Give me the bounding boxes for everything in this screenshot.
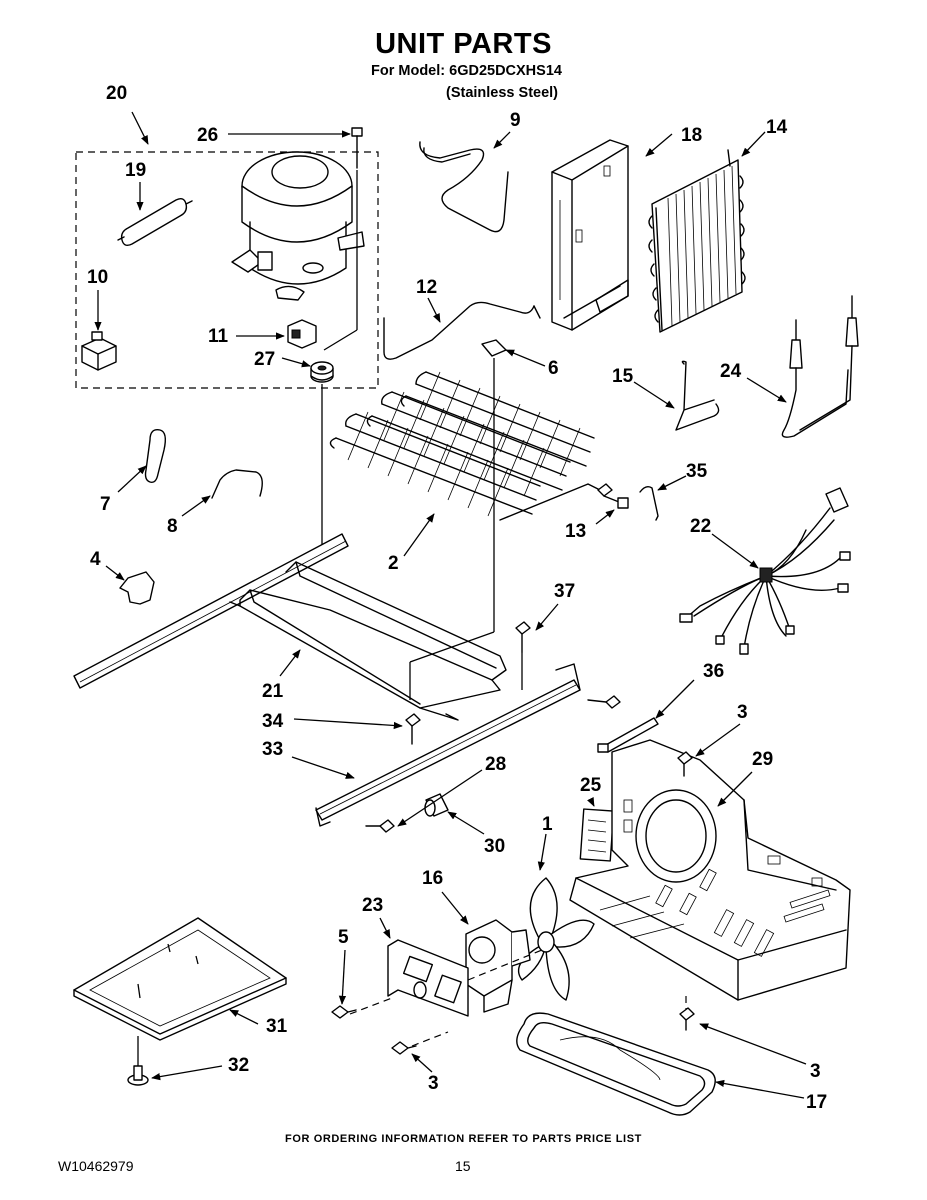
compressor	[231, 151, 365, 301]
bracket-23	[387, 939, 469, 1017]
callout-15: 15	[612, 366, 634, 387]
bolt-26	[351, 127, 363, 169]
callout-28: 28	[485, 754, 506, 775]
screw-13	[597, 483, 629, 509]
page-title: UNIT PARTS	[375, 28, 552, 60]
fan-1	[517, 877, 595, 1001]
callout-25: 25	[580, 775, 602, 796]
callout-13: 13	[565, 521, 586, 542]
frame-21	[73, 533, 507, 721]
callout-29: 29	[752, 749, 773, 770]
callout-6: 6	[548, 358, 559, 379]
panel-31	[73, 917, 287, 1041]
callout-16: 16	[422, 868, 443, 889]
drier-24	[781, 295, 859, 438]
relay-11	[287, 319, 317, 349]
callout-35: 35	[686, 461, 708, 482]
callout-19: 19	[125, 160, 146, 181]
callout-37: 37	[554, 581, 575, 602]
callout-21: 21	[262, 681, 284, 702]
bracket-15	[675, 360, 720, 431]
callout-33: 33	[262, 739, 283, 760]
hose-7	[144, 429, 167, 484]
callout-4: 4	[90, 549, 101, 570]
ordering-note: FOR ORDERING INFORMATION REFER TO PARTS …	[285, 1133, 642, 1145]
fan-motor-16	[465, 919, 531, 1013]
model-line: For Model: 6GD25DCXHS14	[371, 63, 562, 79]
bushing-30	[424, 793, 449, 817]
callout-14: 14	[766, 117, 788, 138]
callout-32: 32	[228, 1055, 249, 1076]
screw-34	[405, 713, 421, 745]
callout-9: 9	[510, 110, 521, 131]
screw-3-right	[679, 1007, 695, 1031]
condenser-14	[648, 149, 746, 333]
tube-8	[211, 469, 263, 499]
callout-20: 20	[106, 83, 127, 104]
callout-24: 24	[720, 361, 742, 382]
callout-3-bottom-left: 3	[428, 1073, 439, 1094]
bracket-4	[119, 571, 155, 605]
clip-6	[481, 339, 507, 357]
pad-25	[579, 808, 615, 862]
tie-36	[597, 717, 659, 753]
compressor-kit-box	[75, 151, 379, 389]
callout-3-top: 3	[737, 702, 748, 723]
finish-line: (Stainless Steel)	[446, 85, 559, 101]
drain-pan-17	[516, 1012, 716, 1116]
callout-7: 7	[100, 494, 111, 515]
callout-8: 8	[167, 516, 178, 537]
leveling-leg-32	[127, 1036, 149, 1086]
callout-11: 11	[208, 326, 229, 347]
callout-3-bottom-right: 3	[810, 1061, 821, 1082]
callout-30: 30	[484, 836, 505, 857]
callout-36: 36	[703, 661, 724, 682]
callout-31: 31	[266, 1016, 288, 1037]
wiring-harness-22	[679, 487, 851, 655]
screw-37	[515, 621, 531, 653]
callout-18: 18	[681, 125, 702, 146]
tube-12	[383, 301, 535, 360]
tube-35	[639, 485, 659, 521]
callout-10: 10	[87, 267, 108, 288]
callout-23: 23	[362, 895, 383, 916]
base-pan-29	[569, 739, 851, 1001]
document-number: W10462979	[58, 1158, 134, 1174]
callout-22: 22	[690, 516, 711, 537]
callout-17: 17	[806, 1092, 827, 1113]
overload-10	[81, 331, 117, 371]
capacitor-19	[117, 197, 193, 247]
tube-9	[419, 141, 509, 233]
screw-3-left	[391, 1041, 417, 1055]
evaporator-2	[329, 371, 601, 521]
shroud-18	[551, 139, 629, 331]
rail-33	[315, 663, 581, 827]
page-number: 15	[455, 1158, 471, 1174]
callout-2: 2	[388, 553, 399, 574]
callout-26: 26	[197, 125, 218, 146]
callout-27: 27	[254, 349, 275, 370]
screw-28	[365, 695, 621, 833]
screw-5	[331, 1005, 357, 1019]
screw-3-top	[677, 751, 693, 777]
callout-34: 34	[262, 711, 284, 732]
grommet-27	[310, 361, 334, 383]
callout-12: 12	[416, 277, 437, 298]
callout-1: 1	[542, 814, 553, 835]
callout-5: 5	[338, 927, 349, 948]
